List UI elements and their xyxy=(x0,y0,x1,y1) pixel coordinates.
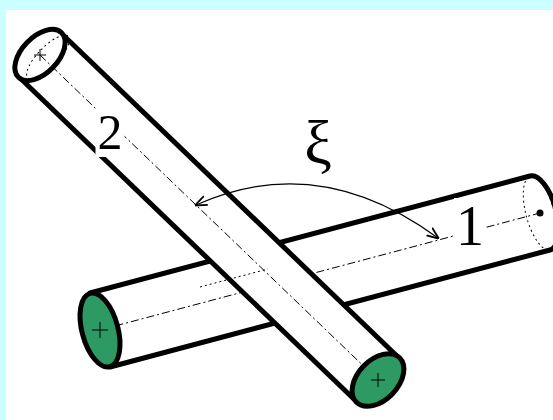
part-number: 2 xyxy=(96,107,125,157)
angle-arc xyxy=(196,184,438,238)
part-number: 1 xyxy=(454,198,486,254)
cylinder-2 xyxy=(6,20,414,416)
ground xyxy=(6,10,553,420)
angle-symbol: ξ xyxy=(302,111,334,173)
